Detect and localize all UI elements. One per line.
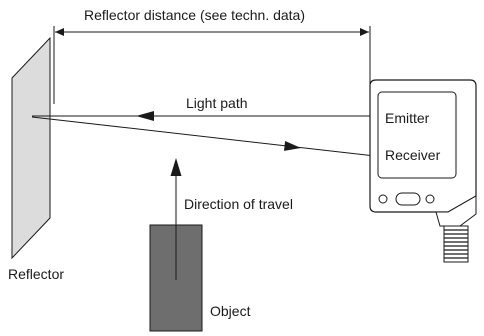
sensor-connector-neck: [435, 195, 477, 227]
light-path-arrow-left: [136, 111, 154, 121]
light-path: Light path: [31, 95, 376, 157]
light-path-reflected-line: [31, 116, 376, 157]
object-label: Object: [210, 303, 251, 319]
reflector-plate: [11, 36, 51, 260]
sensor-indicator-led-right: [425, 194, 435, 204]
sensor-indicator-led-center: [395, 192, 421, 206]
light-path-label: Light path: [186, 95, 248, 111]
sensor-threaded-connector: [443, 225, 469, 263]
emitter-label: Emitter: [385, 110, 430, 126]
direction-of-travel-label: Direction of travel: [184, 196, 293, 212]
object: Direction of travel Object: [149, 158, 293, 332]
dimension-label: Reflector distance (see techn. data): [84, 7, 305, 23]
direction-of-travel-arrow-icon: [170, 158, 182, 176]
light-path-arrow-right: [284, 141, 301, 151]
reflector-label: Reflector: [8, 266, 64, 282]
reflector: Reflector: [8, 36, 64, 282]
receiver-label: Receiver: [385, 147, 441, 163]
sensor-optics-window: [377, 91, 457, 179]
photoelectric-sensor: Emitter Receiver: [369, 79, 477, 263]
sensor-indicator-led-left: [378, 194, 388, 204]
reflector-distance-dimension: Reflector distance (see techn. data): [53, 7, 371, 104]
